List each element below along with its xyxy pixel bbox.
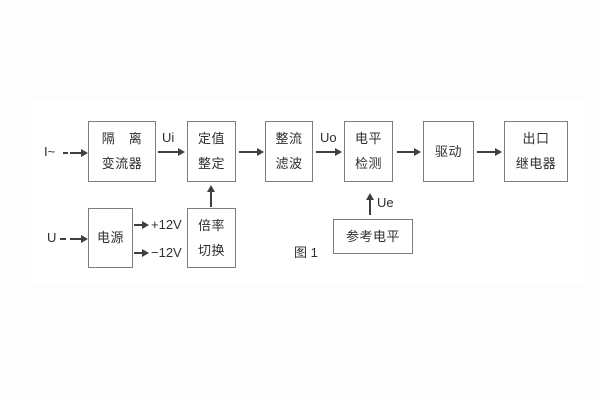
block-driver: 驱动 <box>423 121 474 182</box>
block-label: 倍率 <box>197 217 225 233</box>
block-label: 电源 <box>96 230 124 245</box>
block-label: 整流 <box>275 131 303 146</box>
block-label: 出口 <box>522 131 550 146</box>
arrow-plus12v <box>134 221 149 228</box>
block-label: 变流器 <box>101 156 143 171</box>
arrow-input-voltage <box>70 235 88 242</box>
arrow-ratio-to-setting <box>207 185 214 207</box>
block-reference-level: 参考电平 <box>333 219 413 254</box>
block-label: 检测 <box>354 156 382 171</box>
block-label: 定值 <box>197 131 225 146</box>
block-rectifier-filter: 整流 滤波 <box>265 121 313 182</box>
arrow-minus12v <box>134 249 149 256</box>
arrow-input-current <box>70 149 88 156</box>
arrow-ui <box>158 148 185 155</box>
block-label: 隔 离 <box>101 131 143 146</box>
label-signal-uo: Uo <box>320 130 337 145</box>
block-label: 整定 <box>197 156 225 171</box>
block-ratio-switch: 倍率 切换 <box>187 208 236 268</box>
label-input-voltage: U <box>47 230 57 245</box>
block-output-relay: 出口 继电器 <box>504 121 568 182</box>
block-power-supply: 电源 <box>88 208 133 268</box>
block-label: 参考电平 <box>345 228 400 244</box>
arrow-tail-dash <box>60 238 66 240</box>
arrow-detector-to-driver <box>397 148 421 155</box>
label-signal-ui: Ui <box>162 130 175 145</box>
label-signal-ue: Ue <box>377 195 394 210</box>
block-label: 电平 <box>354 131 382 146</box>
block-label: 继电器 <box>515 156 557 171</box>
block-label: 切换 <box>197 242 225 258</box>
arrow-driver-to-relay <box>477 148 502 155</box>
arrow-uo <box>316 148 342 155</box>
block-setting-adjust: 定值 整定 <box>187 121 236 182</box>
block-label: 滤波 <box>275 156 303 171</box>
figure-caption: 图 1 <box>294 245 318 260</box>
label-rail-plus12v: +12V <box>151 217 182 232</box>
label-rail-minus12v: −12V <box>151 245 182 260</box>
block-isolation-transformer: 隔 离 变流器 <box>88 121 156 182</box>
arrow-tail-dash <box>63 152 68 154</box>
label-input-current: I~ <box>44 144 56 159</box>
block-label: 驱动 <box>434 143 462 159</box>
arrow-setting-to-rectifier <box>239 148 264 155</box>
block-level-detector: 电平 检测 <box>344 121 393 182</box>
arrow-ue <box>366 193 373 215</box>
